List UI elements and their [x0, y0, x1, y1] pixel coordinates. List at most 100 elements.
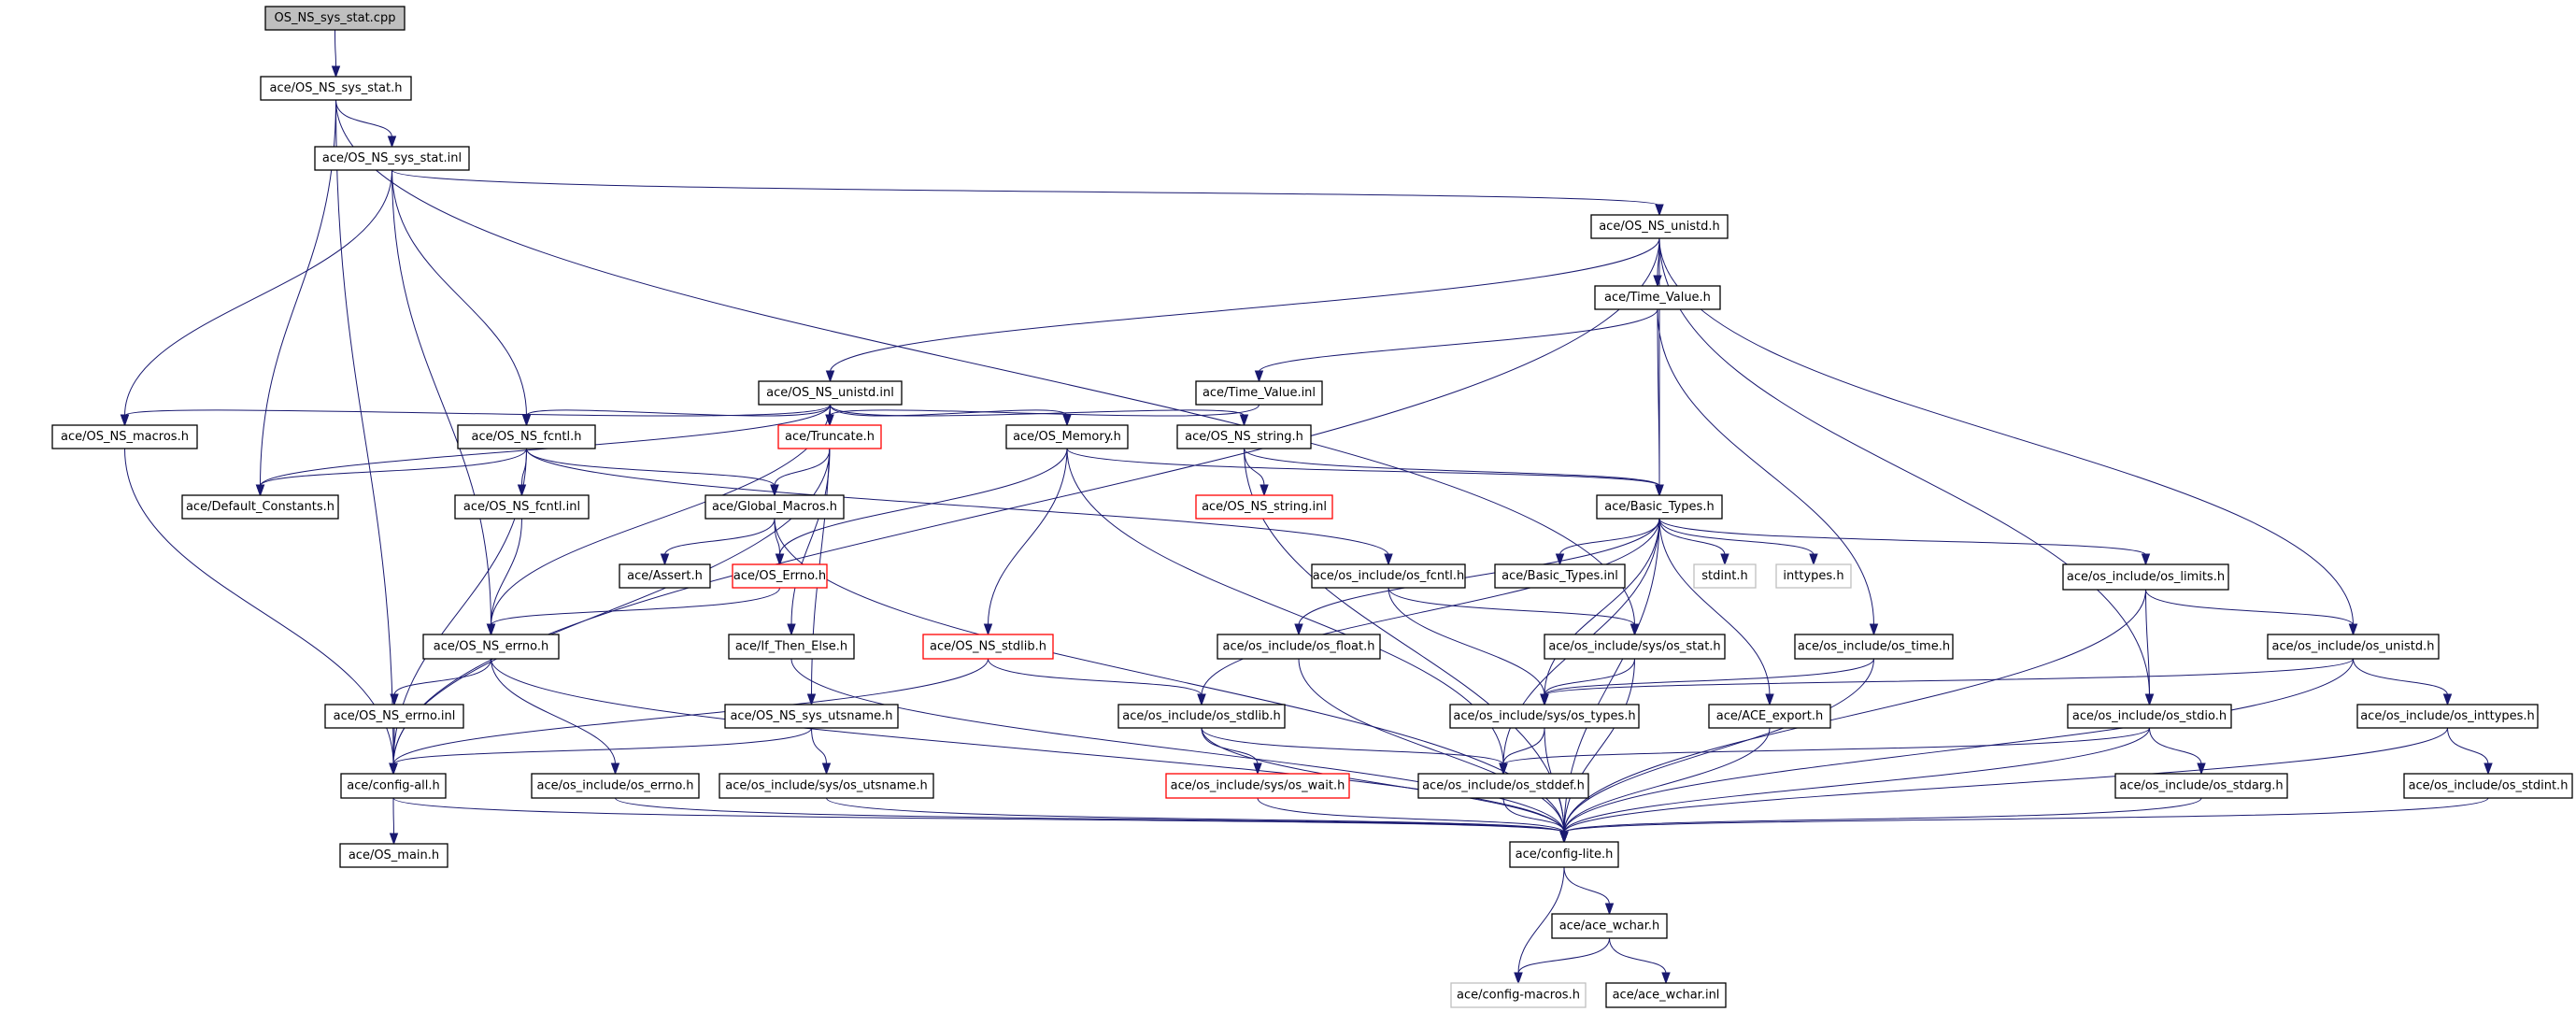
node-box[interactable]: [922, 634, 1054, 660]
node-truncate-h[interactable]: ace/Truncate.h: [777, 424, 882, 449]
node-box[interactable]: [1605, 982, 1727, 1008]
node-os-include-os-limits-h[interactable]: ace/os_include/os_limits.h: [2062, 563, 2229, 591]
node-box[interactable]: [314, 146, 470, 171]
node-os-ns-sys-stat-cpp[interactable]: OS_NS_sys_stat.cpp: [264, 6, 406, 31]
node-box[interactable]: [454, 494, 590, 520]
node-box[interactable]: [1596, 494, 1723, 520]
node-box[interactable]: [181, 494, 339, 520]
node-global-macros-h[interactable]: ace/Global_Macros.h: [704, 494, 845, 520]
node-box[interactable]: [1551, 913, 1668, 939]
node-assert-h[interactable]: ace/Assert.h: [619, 563, 711, 589]
node-box[interactable]: [324, 704, 464, 729]
node-box[interactable]: [1775, 563, 1852, 589]
node-os-ns-errno-h[interactable]: ace/OS_NS_errno.h: [422, 634, 560, 660]
node-os-include-sys-os-utsname-h[interactable]: ace/os_include/sys/os_utsname.h: [719, 773, 934, 799]
node-box[interactable]: [2267, 634, 2440, 660]
node-box[interactable]: [1708, 704, 1831, 729]
node-box[interactable]: [1544, 634, 1726, 660]
node-os-ns-unistd-inl[interactable]: ace/OS_NS_unistd.inl: [758, 380, 903, 406]
node-box[interactable]: [1117, 704, 1286, 729]
node-os-include-os-stdint-h[interactable]: ace/os_include/os_stdint.h: [2403, 773, 2573, 799]
node-box[interactable]: [728, 634, 855, 660]
node-os-include-os-stdio-h[interactable]: ace/os_include/os_stdio.h: [2067, 704, 2232, 729]
node-os-ns-fcntl-h[interactable]: ace/OS_NS_fcntl.h: [457, 424, 596, 449]
node-os-include-os-unistd-h[interactable]: ace/os_include/os_unistd.h: [2267, 634, 2440, 660]
node-os-ns-macros-h[interactable]: ace/OS_NS_macros.h: [51, 424, 198, 449]
node-box[interactable]: [2067, 704, 2232, 729]
node-os-errno-h[interactable]: ace/OS_Errno.h: [732, 563, 828, 589]
node-box[interactable]: [1594, 285, 1721, 310]
node-os-include-sys-os-wait-h[interactable]: ace/os_include/sys/os_wait.h: [1165, 773, 1350, 799]
node-box[interactable]: [1449, 704, 1640, 729]
node-box[interactable]: [1494, 563, 1626, 589]
node-os-include-os-stdarg-h[interactable]: ace/os_include/os_stdarg.h: [2114, 773, 2288, 799]
node-os-ns-sys-stat-inl[interactable]: ace/OS_NS_sys_stat.inl: [314, 146, 470, 171]
node-box[interactable]: [1509, 841, 1619, 868]
node-os-ns-sys-utsname-h[interactable]: ace/OS_NS_sys_utsname.h: [724, 704, 899, 729]
node-os-include-os-stdlib-h[interactable]: ace/os_include/os_stdlib.h: [1117, 704, 1286, 729]
node-box[interactable]: [2062, 563, 2229, 591]
node-box[interactable]: [619, 563, 711, 589]
node-config-all-h[interactable]: ace/config-all.h: [340, 773, 447, 799]
node-box[interactable]: [422, 634, 560, 660]
node-config-macros-h[interactable]: ace/config-macros.h: [1450, 982, 1587, 1008]
node-basic-types-inl[interactable]: ace/Basic_Types.inl: [1494, 563, 1626, 589]
node-os-ns-fcntl-inl[interactable]: ace/OS_NS_fcntl.inl: [454, 494, 590, 520]
node-os-include-sys-os-stat-h[interactable]: ace/os_include/sys/os_stat.h: [1544, 634, 1726, 660]
node-config-lite-h[interactable]: ace/config-lite.h: [1509, 841, 1619, 868]
node-os-ns-errno-inl[interactable]: ace/OS_NS_errno.inl: [324, 704, 464, 729]
node-time-value-h[interactable]: ace/Time_Value.h: [1594, 285, 1721, 310]
node-box[interactable]: [51, 424, 198, 449]
node-box[interactable]: [2114, 773, 2288, 799]
node-os-memory-h[interactable]: ace/OS_Memory.h: [1005, 424, 1129, 449]
node-os-ns-string-inl[interactable]: ace/OS_NS_string.inl: [1195, 494, 1333, 520]
node-box[interactable]: [339, 843, 448, 868]
node-box[interactable]: [724, 704, 899, 729]
node-box[interactable]: [1794, 634, 1954, 660]
node-box[interactable]: [1165, 773, 1350, 799]
node-box[interactable]: [1590, 214, 1729, 239]
node-box[interactable]: [260, 76, 412, 101]
node-os-main-h[interactable]: ace/OS_main.h: [339, 843, 448, 868]
node-default-constants-h[interactable]: ace/Default_Constants.h: [181, 494, 339, 520]
node-os-include-os-errno-h[interactable]: ace/os_include/os_errno.h: [531, 773, 700, 799]
node-ace-wchar-inl[interactable]: ace/ace_wchar.inl: [1605, 982, 1727, 1008]
node-os-include-os-fcntl-h[interactable]: ace/os_include/os_fcntl.h: [1311, 563, 1466, 589]
node-box[interactable]: [732, 563, 828, 589]
node-os-ns-stdlib-h[interactable]: ace/OS_NS_stdlib.h: [922, 634, 1054, 660]
node-os-include-sys-os-types-h[interactable]: ace/os_include/sys/os_types.h: [1449, 704, 1640, 729]
node-box[interactable]: [264, 6, 406, 31]
node-box[interactable]: [2356, 704, 2539, 729]
node-os-include-os-inttypes-h[interactable]: ace/os_include/os_inttypes.h: [2356, 704, 2539, 729]
node-ace-wchar-h[interactable]: ace/ace_wchar.h: [1551, 913, 1668, 939]
node-inttypes-h[interactable]: inttypes.h: [1775, 563, 1852, 589]
node-basic-types-h[interactable]: ace/Basic_Types.h: [1596, 494, 1723, 520]
node-os-ns-sys-stat-h[interactable]: ace/OS_NS_sys_stat.h: [260, 76, 412, 101]
node-os-ns-string-h[interactable]: ace/OS_NS_string.h: [1176, 424, 1312, 449]
node-box[interactable]: [1176, 424, 1312, 449]
node-time-value-inl[interactable]: ace/Time_Value.inl: [1195, 380, 1323, 406]
node-box[interactable]: [340, 773, 447, 799]
node-box[interactable]: [1693, 563, 1757, 589]
node-ace-export-h[interactable]: ace/ACE_export.h: [1708, 704, 1831, 729]
node-box[interactable]: [777, 424, 882, 449]
node-box[interactable]: [1195, 494, 1333, 520]
node-box[interactable]: [457, 424, 596, 449]
node-os-include-os-time-h[interactable]: ace/os_include/os_time.h: [1794, 634, 1954, 660]
node-box[interactable]: [1195, 380, 1323, 406]
node-box[interactable]: [2403, 773, 2573, 799]
node-box[interactable]: [531, 773, 700, 799]
node-os-include-os-stddef-h[interactable]: ace/os_include/os_stddef.h: [1417, 773, 1589, 799]
node-box[interactable]: [1217, 634, 1381, 660]
node-box[interactable]: [758, 380, 903, 406]
node-os-include-os-float-h[interactable]: ace/os_include/os_float.h: [1217, 634, 1381, 660]
node-stdint-h[interactable]: stdint.h: [1693, 563, 1757, 589]
node-box[interactable]: [1417, 773, 1589, 799]
node-box[interactable]: [1311, 563, 1466, 589]
node-box[interactable]: [1005, 424, 1129, 449]
node-os-ns-unistd-h[interactable]: ace/OS_NS_unistd.h: [1590, 214, 1729, 239]
node-box[interactable]: [719, 773, 934, 799]
node-box[interactable]: [704, 494, 845, 520]
node-if-then-else-h[interactable]: ace/If_Then_Else.h: [728, 634, 855, 660]
node-box[interactable]: [1450, 982, 1587, 1008]
